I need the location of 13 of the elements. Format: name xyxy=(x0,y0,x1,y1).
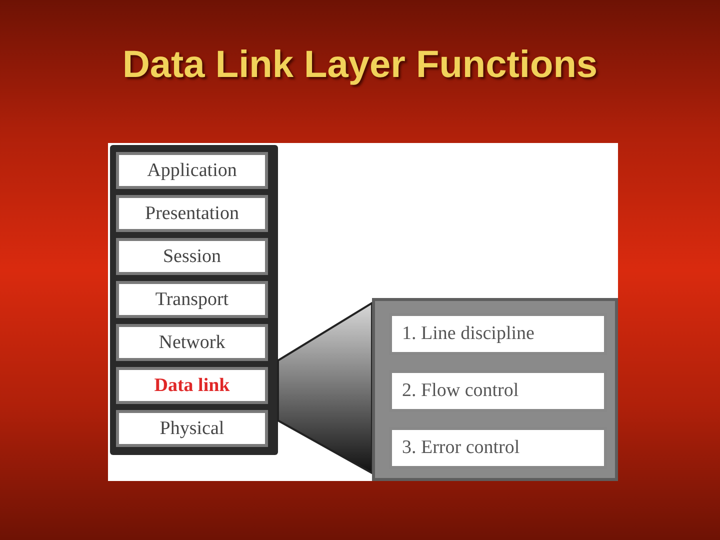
layer-box: Session xyxy=(116,238,268,275)
layer-box: Presentation xyxy=(116,195,268,232)
function-box: 1. Line discipline xyxy=(389,313,607,355)
function-box: 2. Flow control xyxy=(389,370,607,412)
layer-box: Transport xyxy=(116,281,268,318)
layer-box: Application xyxy=(116,152,268,189)
function-box: 3. Error control xyxy=(389,427,607,469)
expansion-funnel xyxy=(277,301,373,475)
function-panel xyxy=(372,298,618,481)
layer-box: Network xyxy=(116,324,268,361)
layer-box: Data link xyxy=(116,367,268,404)
layer-box: Physical xyxy=(116,410,268,447)
title: Data Link Layer Functions xyxy=(121,44,599,87)
